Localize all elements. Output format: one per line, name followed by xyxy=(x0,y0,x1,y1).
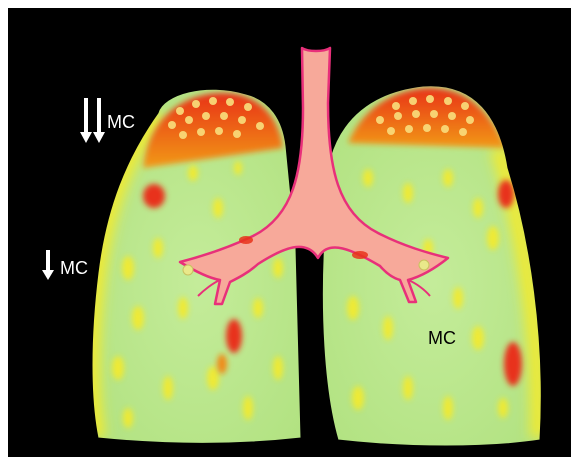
double-down-arrow-icon xyxy=(80,98,106,144)
down-arrow-icon xyxy=(42,250,54,280)
right-lung-mc-label: MC xyxy=(428,329,456,347)
apex-mc-label: MC xyxy=(107,113,135,131)
diagram-frame: MC MC MC xyxy=(8,8,571,457)
mid-mc-label: MC xyxy=(60,259,88,277)
lung-diagram xyxy=(8,8,571,457)
